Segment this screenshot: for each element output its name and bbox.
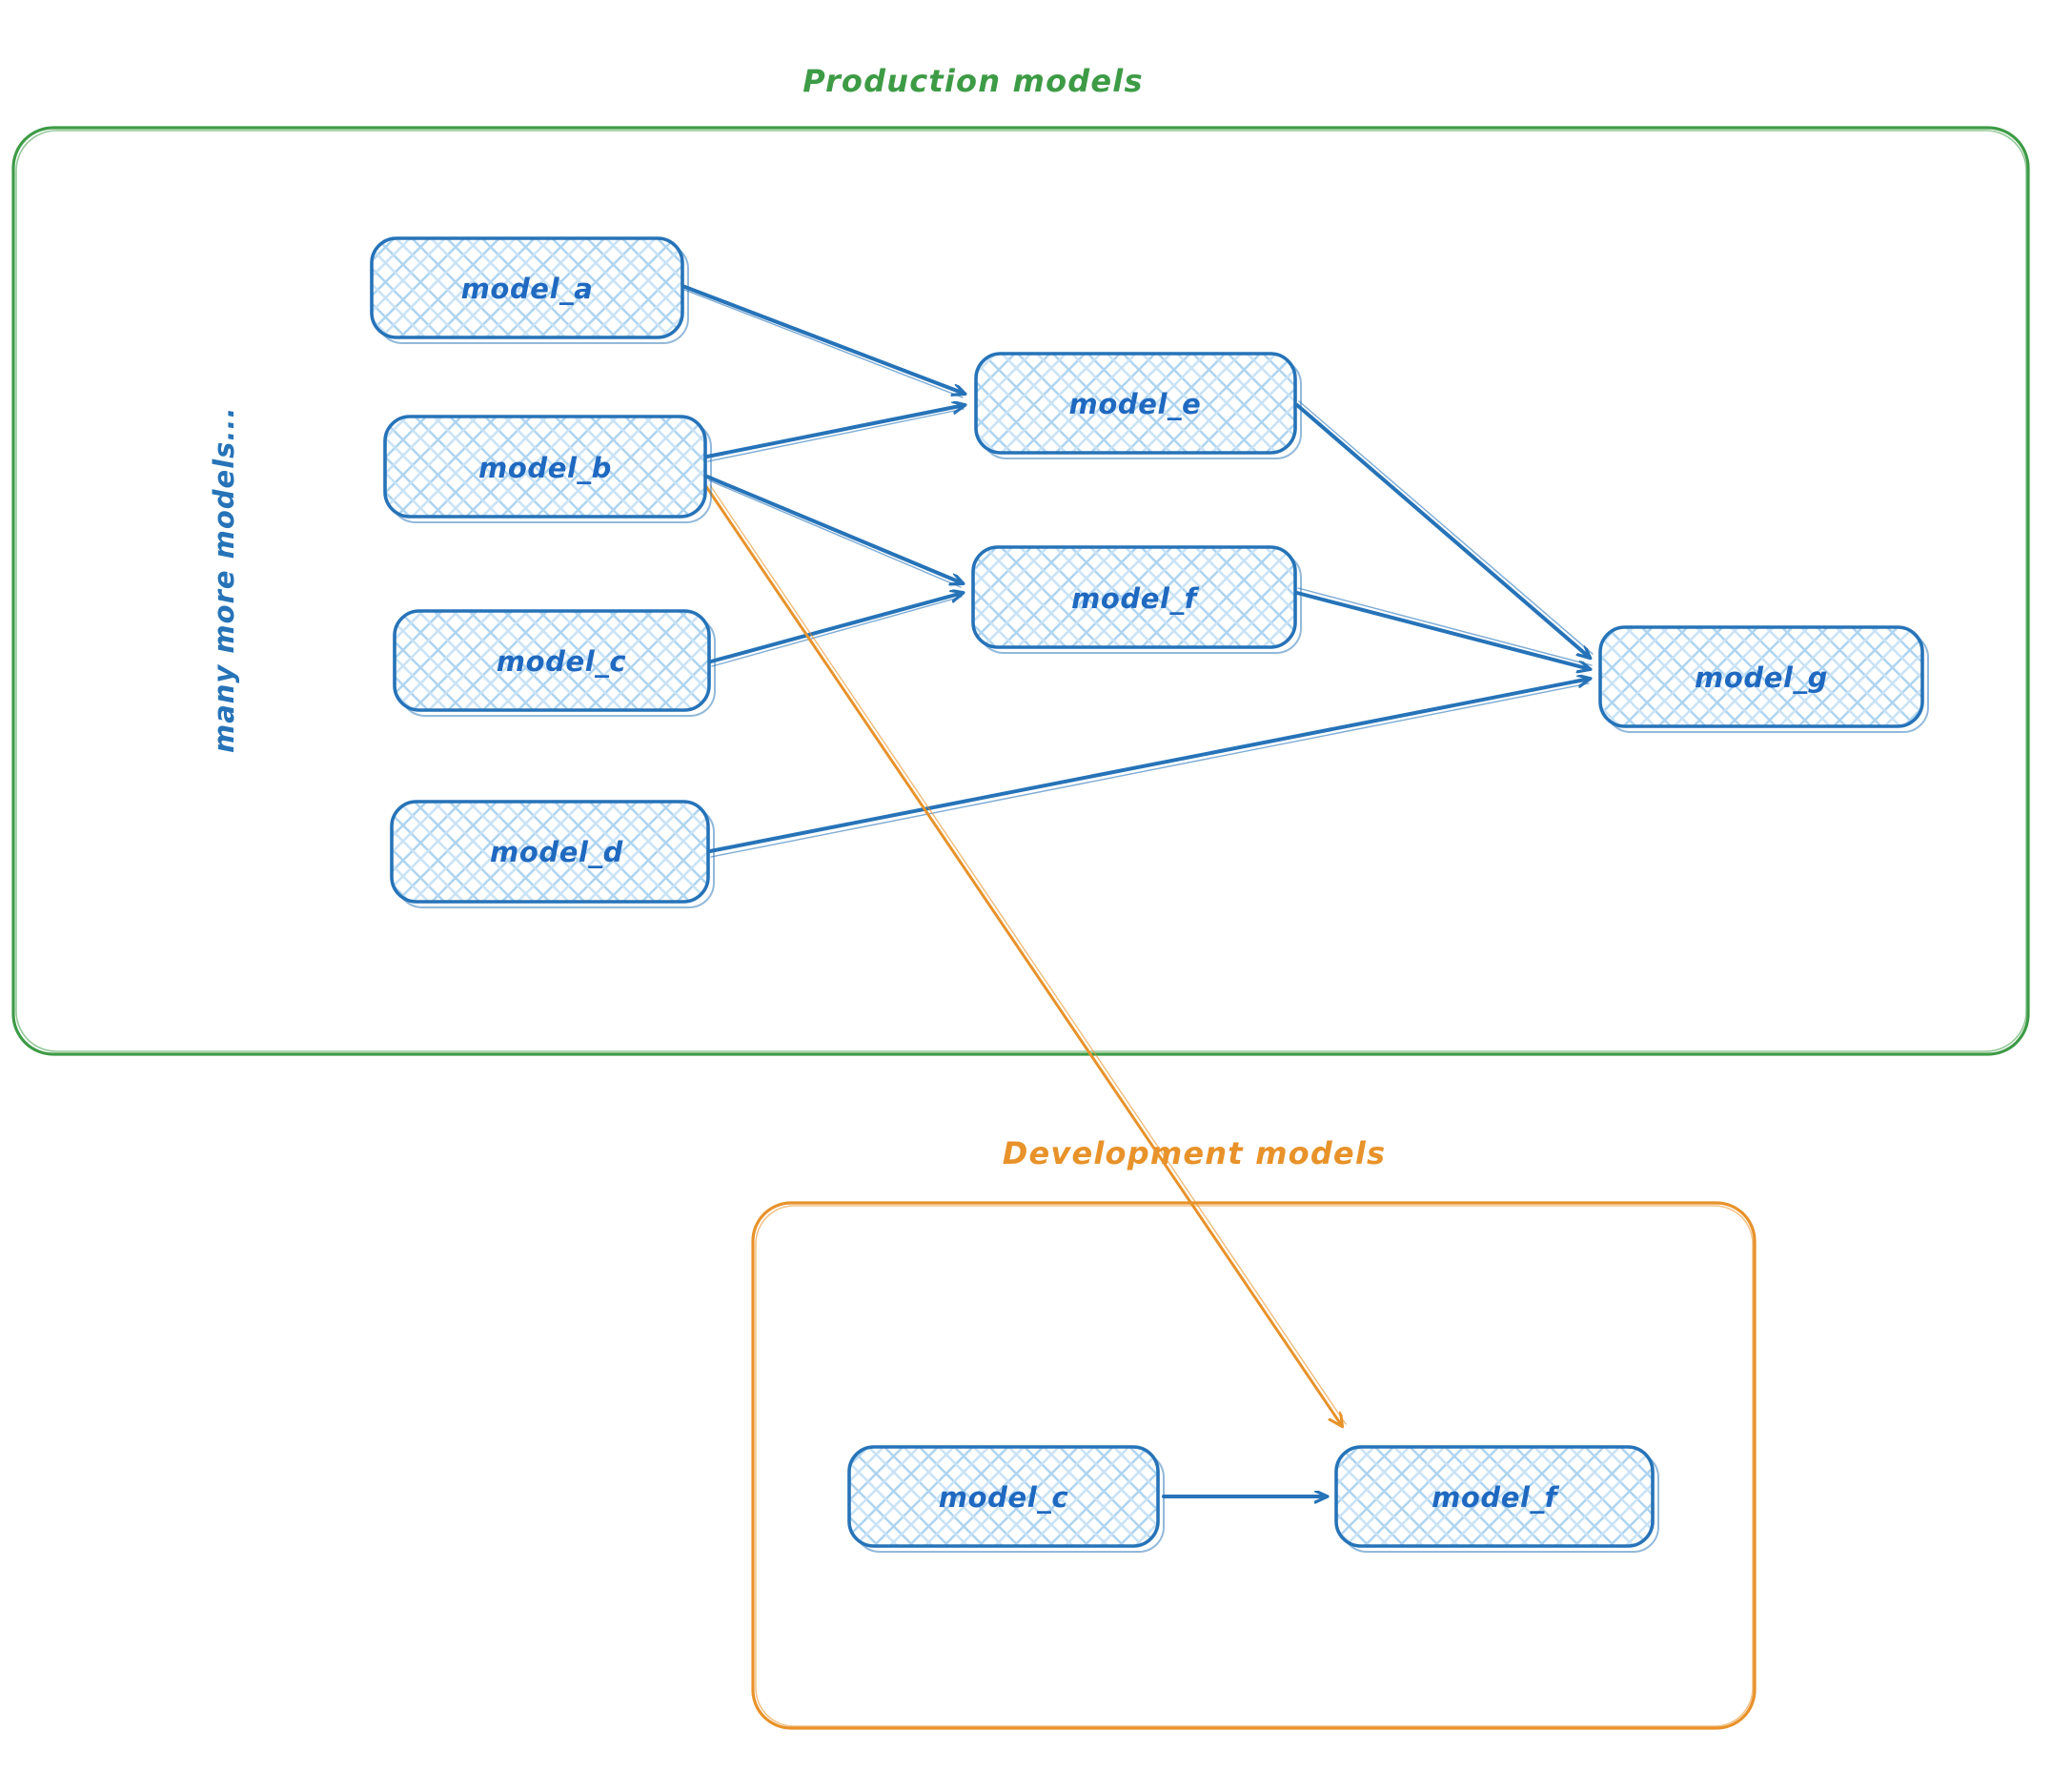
- edge-model-d-to-model-g: [708, 679, 1590, 858]
- edge-model-b-to-dev-model-f: [703, 483, 1347, 1426]
- node-label: model_c: [939, 1481, 1068, 1514]
- many-more-models-label: many more models...: [208, 407, 240, 753]
- node-prod-model-g[interactable]: model_g: [1598, 625, 1929, 733]
- node-prod-model-f[interactable]: model_f: [971, 545, 1302, 654]
- node-label: model_f: [1071, 582, 1200, 615]
- edge-model-b-to-model-f: [705, 475, 963, 588]
- node-prod-model-e[interactable]: model_e: [974, 352, 1302, 459]
- node-label: model_g: [1695, 662, 1828, 694]
- development-group-title: Development models: [1003, 1135, 1387, 1171]
- production-container-border: [11, 126, 2030, 1056]
- node-label: model_b: [478, 452, 612, 484]
- node-label: model_e: [1069, 388, 1202, 420]
- node-label: model_a: [461, 273, 594, 305]
- edge-model-f-to-model-g: [1295, 587, 1593, 669]
- edge-model-b-to-model-e: [705, 405, 965, 462]
- node-body: [393, 609, 711, 712]
- node-body: [370, 236, 684, 339]
- node-dev-model-c[interactable]: model_c: [847, 1445, 1165, 1553]
- node-prod-model-a[interactable]: model_a: [370, 236, 689, 344]
- node-label: model_c: [497, 645, 626, 678]
- nodes-layer: model_a model_b model_c model_d model_e: [370, 236, 1929, 1553]
- development-container-border: [751, 1201, 1757, 1730]
- group-production: [11, 126, 2030, 1056]
- node-body: [847, 1445, 1160, 1548]
- production-container-border-sketch: [15, 130, 2027, 1052]
- edge-model-a-to-model-e: [681, 284, 965, 398]
- node-body: [383, 415, 707, 519]
- node-prod-model-c[interactable]: model_c: [393, 609, 716, 717]
- node-label: model_d: [490, 836, 623, 868]
- node-prod-model-b[interactable]: model_b: [383, 415, 712, 523]
- edge-model-c-to-model-f: [709, 593, 963, 667]
- group-development: [751, 1201, 1757, 1730]
- node-prod-model-d[interactable]: model_d: [390, 800, 715, 908]
- node-body: [1334, 1445, 1655, 1548]
- node-body: [1598, 625, 1924, 728]
- node-body: [971, 545, 1297, 649]
- production-group-title: Production models: [802, 63, 1143, 99]
- edges-layer: [681, 284, 1594, 1496]
- edge-model-e-to-model-g: [1295, 400, 1594, 658]
- node-body: [390, 800, 710, 904]
- node-dev-model-f[interactable]: model_f: [1334, 1445, 1659, 1553]
- node-label: model_f: [1432, 1481, 1560, 1514]
- development-container-border-sketch: [755, 1205, 1754, 1727]
- node-body: [974, 352, 1297, 455]
